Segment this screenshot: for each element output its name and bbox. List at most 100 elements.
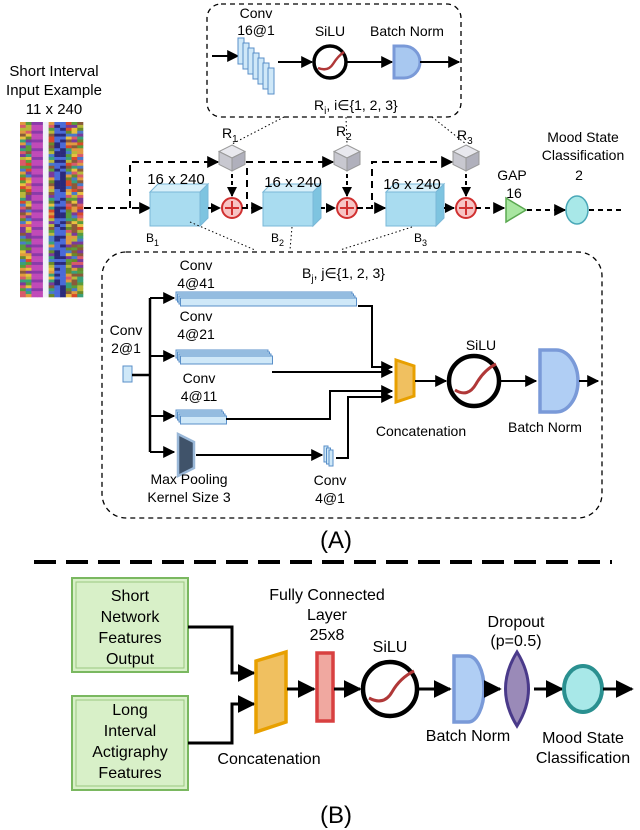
heatmap-cell (54, 294, 61, 298)
heatmap-cell (65, 133, 72, 137)
heatmap-cell (60, 189, 67, 193)
heatmap-cell (71, 194, 78, 199)
heatmap-cell (54, 162, 61, 167)
heatmap-cell (60, 253, 67, 257)
heatmap-cell (77, 247, 84, 251)
heatmap-cell (48, 133, 55, 137)
b-concat-label: Concatenation (217, 751, 320, 768)
heatmap-cell (25, 241, 32, 245)
heatmap-cell (20, 241, 27, 245)
heatmap-cell (25, 206, 32, 210)
heatmap-cell (65, 124, 72, 129)
heatmap-cell (65, 288, 72, 292)
heatmap-cell (77, 267, 84, 272)
heatmap-cell (54, 221, 61, 225)
heatmap-cell (77, 171, 84, 175)
heatmap-cell (54, 244, 61, 248)
heatmap-cell (31, 279, 38, 283)
heatmap-cell (60, 285, 67, 289)
heatmap-cell (20, 136, 27, 140)
heatmap-cell (65, 291, 72, 295)
heatmap-cell (71, 241, 78, 245)
heatmap-cell (54, 264, 61, 269)
heatmap-cell (65, 177, 72, 181)
heatmap-cell (60, 227, 67, 231)
heatmap-cell (42, 192, 49, 196)
residual-index-label: Ri, i∈{1, 2, 3} (314, 97, 398, 117)
inception-concat-shape (394, 357, 416, 405)
heatmap-cell (25, 203, 32, 207)
heatmap-cell (60, 139, 67, 143)
heatmap-cell (54, 189, 61, 193)
heatmap-cell (71, 186, 78, 190)
heatmap-cell (60, 282, 67, 286)
heatmap-cell (42, 241, 49, 245)
heatmap-cell (25, 154, 32, 158)
maxpool-label-line1: Max Pooling (150, 471, 227, 487)
heatmap-cell (20, 276, 27, 280)
heatmap-cell (25, 174, 32, 178)
dotted-link-b3 (339, 226, 413, 251)
conv-block-b1 (148, 182, 210, 228)
heatmap-cell (77, 288, 84, 292)
heatmap-cell (71, 288, 78, 292)
heatmap-cell (25, 159, 32, 164)
heatmap-cell (71, 136, 78, 140)
heatmap-cell (71, 200, 78, 204)
branch3-conv-dims: 4@11 (181, 388, 218, 404)
heatmap-cell (37, 212, 44, 216)
heatmap-cell (77, 227, 84, 231)
heatmap-cell (48, 282, 55, 286)
heatmap-cell (31, 151, 38, 155)
heatmap-cell (77, 127, 84, 132)
heatmap-cell (25, 145, 32, 149)
heatmap-cell (42, 189, 49, 193)
heatmap-cell (54, 136, 61, 140)
input2-box (71, 695, 189, 791)
heatmap-cell (77, 130, 84, 134)
input2-box-inner (75, 699, 185, 787)
heatmap-cell (54, 267, 61, 272)
heatmap-cell (42, 127, 49, 132)
residual-index-main: R (314, 97, 324, 113)
heatmap-cell (71, 159, 78, 164)
heatmap-cell (65, 186, 72, 190)
heatmap-cell (37, 282, 44, 286)
b-dims-3: 16 x 240 (383, 176, 441, 193)
heatmap-cell (25, 183, 32, 187)
heatmap-cell (48, 145, 55, 149)
heatmap-cell (42, 174, 49, 178)
heatmap-cell (77, 165, 84, 169)
heatmap-cell (65, 189, 72, 193)
heatmap-cell (77, 229, 84, 234)
heatmap-cell (48, 212, 55, 216)
heatmap-cell (31, 215, 38, 219)
heatmap-cell (60, 168, 67, 172)
heatmap-cell (71, 247, 78, 251)
heatmap-cell (65, 194, 72, 199)
heatmap-cell (25, 171, 32, 175)
heatmap-cell (31, 288, 38, 292)
r-label-2: R2 (336, 123, 352, 143)
heatmap-cell (60, 232, 67, 237)
heatmap-cell (37, 197, 44, 202)
heatmap-cell (31, 235, 38, 239)
heatmap-cell (77, 203, 84, 207)
heatmap-cell (31, 165, 38, 169)
heatmap-cell (42, 267, 49, 272)
heatmap-cell (60, 142, 67, 146)
heatmap-cell (31, 273, 38, 277)
heatmap-cell (42, 238, 49, 242)
heatmap-cell (25, 294, 32, 298)
heatmap-cell (65, 276, 72, 280)
heatmap-cell (60, 270, 67, 274)
heatmap-cell (42, 124, 49, 129)
heatmap-cell (77, 238, 84, 242)
fc-label-line1: Fully Connected (269, 587, 385, 604)
heatmap-cell (65, 244, 72, 248)
heatmap-cell (25, 288, 32, 292)
heatmap-cell (25, 197, 32, 202)
heatmap-cell (65, 294, 72, 298)
heatmap-cell (31, 136, 38, 140)
heatmap-cell (65, 267, 72, 272)
